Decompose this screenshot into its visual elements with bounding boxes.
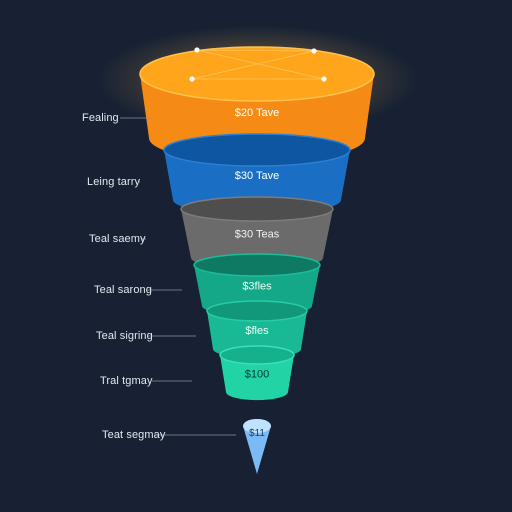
top-network-decoration — [189, 47, 327, 82]
stage-top — [181, 197, 333, 221]
stage-value-label: $11 — [249, 428, 265, 439]
funnel-stage-7: $11 — [154, 419, 271, 474]
stage-value-label: $30 Tave — [235, 170, 279, 182]
stage-side-label: Teal sarong — [94, 284, 152, 296]
stage-rim — [206, 300, 308, 322]
stage-rim — [139, 46, 375, 102]
funnel-stage-6: $100 — [152, 345, 295, 401]
stage-side-label: Leing tarry — [87, 176, 141, 188]
network-edge — [191, 50, 315, 80]
stage-body — [164, 150, 350, 215]
stage-top — [243, 419, 271, 433]
stage-value-label: $30 Teas — [235, 229, 280, 241]
funnel-stage-5: $fles — [148, 300, 308, 358]
network-node — [189, 76, 195, 82]
stage-top — [220, 346, 294, 364]
stage-rim — [219, 345, 295, 365]
stage-body — [220, 355, 294, 401]
stage-top — [140, 47, 374, 101]
funnel-stage-2: $30 Tave — [139, 133, 351, 215]
stage-side-label: Teat segmay — [102, 429, 166, 441]
stage-value-label: $20 Tave — [235, 107, 279, 119]
stage-top — [164, 134, 350, 166]
stage-top — [194, 254, 320, 276]
stage-side-label: Teal sigring — [96, 330, 153, 342]
stage-side-label: Fealing — [82, 112, 119, 124]
stage-rim — [193, 253, 321, 277]
stage-cone — [243, 419, 271, 474]
stage-value-label: $100 — [245, 369, 269, 381]
stage-side-label: Teal saemy — [89, 233, 146, 245]
stage-rim — [180, 196, 334, 222]
stage-side-label: Tral tgmay — [100, 375, 153, 387]
stage-body — [181, 209, 333, 269]
network-edge — [196, 49, 315, 52]
stage-value-label: $3fles — [242, 281, 272, 293]
network-node — [321, 76, 327, 82]
funnel-stage-3: $30 Teas — [141, 196, 334, 269]
network-node — [311, 48, 317, 54]
network-node — [194, 47, 200, 53]
network-edge — [196, 49, 325, 80]
stage-rim — [163, 133, 351, 167]
stage-top — [207, 301, 307, 321]
stage-value-label: $fles — [245, 325, 269, 337]
stage-body — [207, 311, 307, 358]
